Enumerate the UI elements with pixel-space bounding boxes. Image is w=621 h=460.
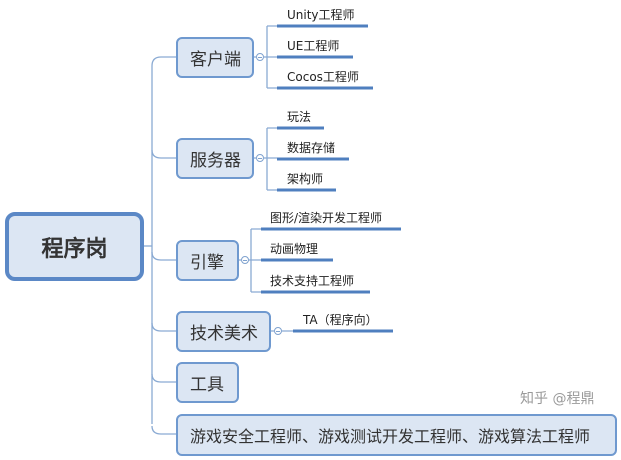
watermark: 知乎 @程鼎	[520, 391, 595, 407]
root-node[interactable]: 程序岗	[5, 212, 144, 281]
node-tech-art[interactable]: 技术美术	[176, 311, 271, 352]
branch-line-other	[151, 425, 176, 435]
collapse-toggle-icon[interactable]	[241, 256, 249, 264]
leaf-animation-physics[interactable]: 动画物理	[270, 242, 319, 256]
branch-line-server	[151, 149, 176, 159]
leaf-tech-support[interactable]: 技术支持工程师	[270, 274, 355, 288]
node-other-roles[interactable]: 游戏安全工程师、游戏测试开发工程师、游戏算法工程师	[176, 414, 617, 456]
branch-line-tools	[151, 373, 176, 383]
collapse-toggle-icon[interactable]	[256, 53, 264, 61]
node-tools[interactable]: 工具	[176, 362, 239, 403]
leaf-cocos[interactable]: Cocos工程师	[287, 70, 359, 84]
leaf-graphics[interactable]: 图形/渲染开发工程师	[270, 211, 383, 225]
leaf-data-storage[interactable]: 数据存储	[287, 141, 336, 155]
sub-connector-client	[253, 25, 277, 89]
collapse-toggle-icon[interactable]	[274, 327, 282, 335]
sub-connector-server	[253, 127, 277, 191]
node-server[interactable]: 服务器	[176, 138, 254, 179]
node-client[interactable]: 客户端	[176, 37, 254, 78]
collapse-toggle-icon[interactable]	[256, 154, 264, 162]
branch-line-client	[151, 56, 176, 67]
branch-line-engine	[151, 251, 176, 261]
leaf-ue[interactable]: UE工程师	[287, 39, 340, 53]
leaf-unity[interactable]: Unity工程师	[287, 8, 355, 22]
sub-connector-engine	[238, 228, 261, 293]
leaf-gameplay[interactable]: 玩法	[287, 110, 312, 124]
leaf-ta[interactable]: TA（程序向）	[303, 313, 378, 327]
branch-line-tech-art	[151, 322, 176, 332]
node-engine[interactable]: 引擎	[176, 240, 239, 281]
leaf-architect[interactable]: 架构师	[287, 172, 324, 186]
